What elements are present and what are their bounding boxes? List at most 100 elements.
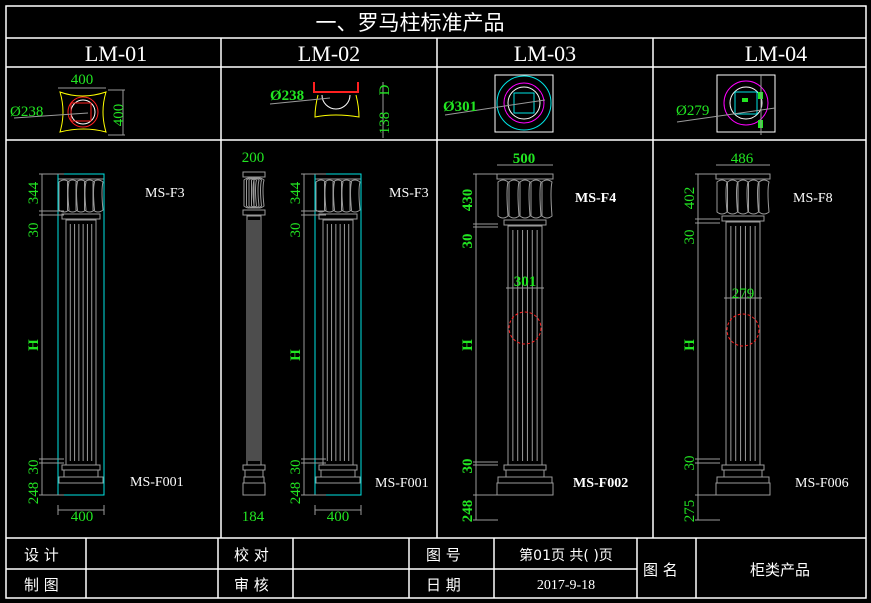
base-label: MS-F006 [795,476,849,491]
column-header-lm03: LM-03 [514,41,576,66]
plan-marker [742,98,748,102]
dim-base: 248 [26,482,42,505]
shaft-section-circle [726,313,760,347]
shaft-section-circle [508,311,542,345]
capital-collar [242,209,266,216]
plan-diameter-lm03: Ø301 [443,99,477,115]
base-label: MS-F001 [130,475,184,490]
plan-square [70,102,92,122]
column-drawings [13,74,776,521]
plan-channel [313,82,359,93]
date-value: 2017-9-18 [537,578,595,593]
line [13,112,89,119]
base-label: MS-F001 [375,476,429,491]
abacus [242,171,266,178]
dim-capital: 402 [682,187,698,210]
number-label: 图 号 [426,546,461,564]
dim-collar: 30 [288,460,304,475]
plan-inner-square [734,91,758,115]
plan-diameter-lm01: Ø238 [10,104,43,120]
plan-circle [723,80,769,126]
plan-square [494,74,554,133]
dim-shaft: H [288,349,304,361]
plan-square [716,74,776,133]
base-scotia [723,469,763,478]
dim-neck: 30 [26,223,42,238]
dim-neck: 30 [460,234,476,249]
column-side-lm02 [242,171,266,496]
acanthus-leaf [67,179,79,213]
dim-collar: 30 [682,456,698,471]
dimension-line [695,173,720,521]
acanthus-leaf [519,179,531,219]
plan-outline [314,94,360,118]
plinth [314,482,362,496]
check-label: 校 对 [234,546,269,564]
dim-capital: 344 [288,181,304,204]
dim-side-bottom: 184 [242,509,265,525]
base-scotia [505,469,545,478]
acanthus-leaf [758,179,770,215]
plan-view-lm03 [444,74,554,133]
dim-neck: 30 [682,230,698,245]
acanthus-leaf [530,179,542,219]
plinth [57,482,105,496]
elevation-dims-lm04: 486 402 30 H 30 275 279 MS-F8 MS-F006 [682,151,849,522]
elevation-dims-lm02: 200 184 344 30 H 30 248 400 MS-F3 MS-F00… [242,150,429,525]
base-torus [242,464,266,471]
acanthus-leaf [349,179,361,213]
plan-outline [59,91,107,133]
dim-base: 248 [288,482,304,505]
dimension-line [301,173,326,496]
dim-base: 275 [682,500,698,523]
dim-capital: 344 [26,181,42,204]
acanthus-leaf [58,179,70,213]
base-torus [503,464,547,471]
line [444,99,546,116]
column-header-lm02: LM-02 [298,41,360,66]
column-elevation-lm01 [57,173,105,496]
plan-height-lm02: 138 [377,112,393,135]
plan-circle-inner [729,86,763,120]
dim-base: 248 [460,500,476,523]
abacus [496,173,554,180]
acanthus-leaf [497,179,509,219]
plan-view-lm02 [269,82,384,138]
plan-diameter-lm02: Ø238 [270,88,304,104]
acanthus-leaf [315,179,327,213]
column-header-lm04: LM-04 [745,41,807,66]
base-torus-lower [716,476,770,484]
review-label: 审 核 [234,576,269,594]
dim-side-top: 200 [242,150,265,166]
acanthus-leaf [341,179,353,213]
base-torus-lower [315,476,361,484]
column-elevation-lm02 [314,173,362,496]
design-label: 设 计 [24,546,59,564]
plinth [496,482,554,496]
plan-diameter-lm04: Ø279 [676,103,709,119]
dimension-line [39,173,64,496]
dim-bottom-width: 400 [71,509,94,525]
plan-circle-inner [507,86,541,120]
acanthus-leaf [727,179,739,215]
dim-shaft: H [460,339,476,351]
elevation-dims-lm03: 500 430 30 H 30 248 301 MS-F4 MS-F002 [460,151,628,522]
capital-collar [318,213,358,220]
plan-view-lm04 [676,74,776,135]
base-label: MS-F002 [573,476,628,491]
plan-width-lm01: 400 [71,72,94,88]
base-torus [318,464,358,471]
capital-collar [503,219,547,226]
plan-view-lm01 [13,87,125,136]
dim-collar: 30 [460,459,476,474]
frame-lines [5,5,867,599]
plan-height-lm01: 400 [111,104,127,127]
base-scotia [320,469,356,478]
base-scotia [63,469,99,478]
abacus [57,173,105,180]
plinth [715,482,771,496]
page-value: 第01页 共( )页 [519,547,613,564]
dim-shaft: H [26,339,42,351]
acanthus-leaf [92,179,104,213]
